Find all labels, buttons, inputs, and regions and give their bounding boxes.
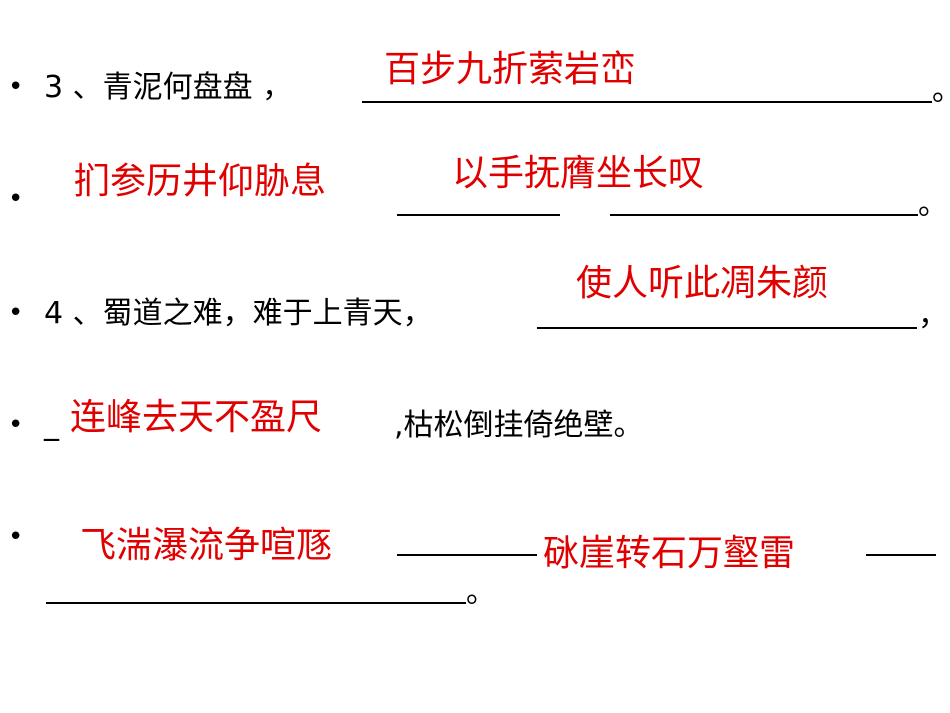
item-5-end: 。 bbox=[466, 575, 496, 610]
bullet-icon: • bbox=[8, 72, 24, 102]
item-1-end: 。 bbox=[932, 76, 950, 106]
item-5-answer-b: 砯崖转石万壑雷 bbox=[543, 533, 796, 574]
item-1-prefix: 3 、青泥何盘盘 ， bbox=[44, 70, 293, 105]
item-3-blank bbox=[537, 327, 917, 329]
item-4-suffix: ,枯松倒挂倚绝壁。 bbox=[394, 408, 644, 443]
item-5-blank-b bbox=[866, 554, 936, 556]
item-2-end: 。 bbox=[918, 187, 948, 222]
item-2-blank-a bbox=[397, 214, 560, 216]
item-1-answer: 百步九折萦岩峦 bbox=[384, 49, 637, 90]
item-2-answer-a: 扪参历井仰胁息 bbox=[74, 161, 327, 202]
item-2-blank-b bbox=[610, 214, 918, 216]
bullet-icon: • bbox=[8, 298, 24, 328]
item-5-blank-c bbox=[46, 602, 466, 604]
item-1-blank bbox=[362, 101, 932, 103]
item-3-answer: 使人听此凋朱颜 bbox=[576, 263, 829, 304]
bullet-icon: • bbox=[8, 522, 24, 552]
item-5-blank-a bbox=[397, 554, 537, 556]
item-3-prefix: 4 、蜀道之难，难于上青天， bbox=[44, 296, 433, 331]
item-5-answer-a: 飞湍瀑流争喧豗 bbox=[80, 525, 333, 566]
item-2-answer-b: 以手抚膺坐长叹 bbox=[452, 153, 705, 194]
bullet-icon: • bbox=[8, 184, 24, 214]
bullet-icon: • bbox=[8, 410, 24, 440]
item-3-end: ， bbox=[918, 298, 948, 333]
item-4-lead: _ bbox=[44, 407, 59, 442]
item-4-answer: 连峰去天不盈尺 bbox=[70, 397, 323, 438]
